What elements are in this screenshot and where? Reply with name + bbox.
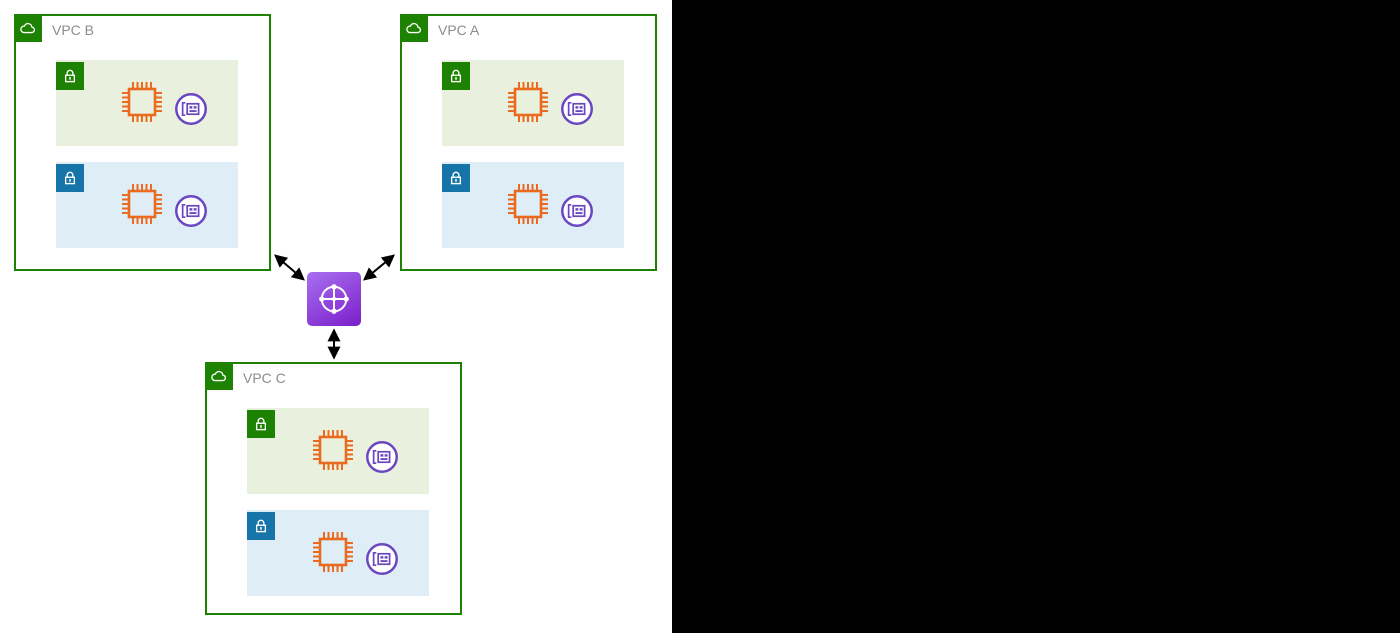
ec2-instance-icon: [309, 426, 357, 474]
network-interface-icon: [558, 192, 596, 230]
private-subnet-lock-icon: [56, 164, 84, 192]
ec2-instance-icon: [118, 78, 166, 126]
black-masked-region: [672, 0, 1400, 633]
cloud-icon: [20, 22, 36, 34]
vpc-icon: [205, 362, 233, 390]
network-interface-icon: [363, 438, 401, 476]
private-subnet-lock-icon: [247, 512, 275, 540]
ec2-instance-icon: [309, 528, 357, 576]
public-subnet-lock-icon: [247, 410, 275, 438]
ec2-instance-icon: [118, 180, 166, 228]
vpc-icon: [14, 14, 42, 42]
public-subnet: [56, 60, 238, 146]
vpc-label: VPC C: [243, 370, 286, 386]
ec2-instance-icon: [504, 180, 552, 228]
vpc-a-box: VPC A: [400, 14, 657, 271]
public-subnet-lock-icon: [442, 62, 470, 90]
vpc-c-box: VPC C: [205, 362, 462, 615]
private-subnet-lock-icon: [442, 164, 470, 192]
public-subnet: [247, 408, 429, 494]
ec2-instance-icon: [504, 78, 552, 126]
network-interface-icon: [172, 192, 210, 230]
public-subnet-lock-icon: [56, 62, 84, 90]
arrow-tgw-to-vpc-b: [274, 254, 305, 281]
cloud-icon: [211, 370, 227, 382]
vpc-b-box: VPC B: [14, 14, 271, 271]
vpc-label: VPC B: [52, 22, 95, 38]
network-interface-icon: [172, 90, 210, 128]
arrow-tgw-to-vpc-a: [362, 254, 396, 281]
private-subnet: [442, 162, 624, 248]
private-subnet: [56, 162, 238, 248]
private-subnet: [247, 510, 429, 596]
network-interface-icon: [558, 90, 596, 128]
transit-gateway-icon: [307, 272, 361, 326]
vpc-label: VPC A: [438, 22, 480, 38]
public-subnet: [442, 60, 624, 146]
vpc-icon: [400, 14, 428, 42]
network-interface-icon: [363, 540, 401, 578]
cloud-icon: [406, 22, 422, 34]
